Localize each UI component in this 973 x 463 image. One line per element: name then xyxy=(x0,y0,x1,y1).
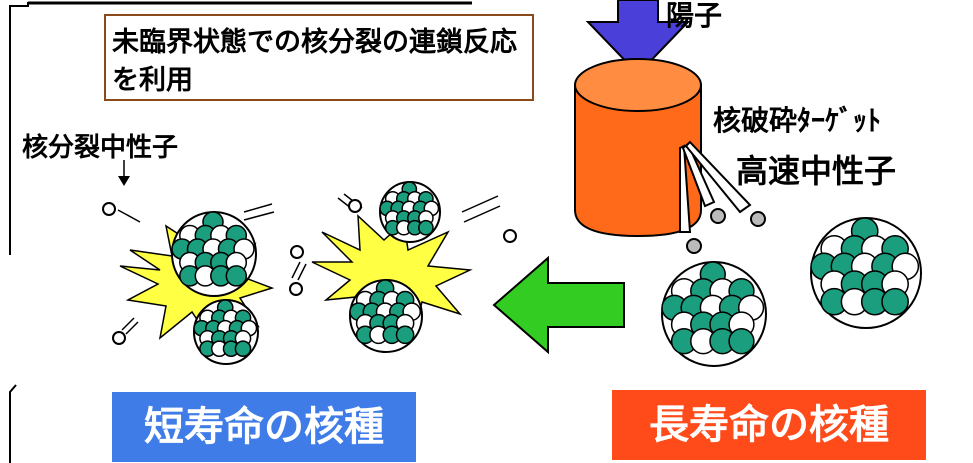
fast-neutrons xyxy=(686,208,766,254)
motion-line xyxy=(243,203,273,213)
left-bracket-lower xyxy=(9,384,17,463)
fast-neutron xyxy=(710,208,726,224)
fast-neutron xyxy=(686,238,702,254)
motion-lines xyxy=(117,193,501,335)
motion-line xyxy=(121,317,135,331)
fission-neutron xyxy=(112,331,126,345)
nucleus xyxy=(193,299,259,365)
motion-line xyxy=(117,209,141,223)
long-lived-label: 長寿命の核種 xyxy=(649,402,889,448)
nucleon xyxy=(881,287,909,316)
info-box: 未臨界状態での核分裂の連鎖反応を利用 xyxy=(104,14,534,101)
nuclei-group xyxy=(171,181,922,367)
fission-neutron xyxy=(503,229,517,243)
fission-neutron-label: 核分裂中性子 xyxy=(22,133,179,163)
nucleus xyxy=(810,217,922,329)
info-box-text: 未臨界状態での核分裂の連鎖反応を利用 xyxy=(112,27,517,96)
target-cylinder-top xyxy=(574,58,702,112)
motion-line xyxy=(297,263,307,281)
neutron-jet xyxy=(679,144,692,233)
neutron-jet xyxy=(684,140,752,214)
nucleus xyxy=(661,261,767,367)
nucleon xyxy=(395,325,415,345)
fission-neutron xyxy=(290,245,304,259)
short-lived-label: 短寿命の核種 xyxy=(144,404,384,450)
transmutation-arrow xyxy=(492,255,625,355)
fission-neutron xyxy=(102,202,116,216)
nucleus xyxy=(379,181,441,243)
motion-line xyxy=(463,205,501,223)
fast-neutron-jets xyxy=(679,140,752,233)
nucleus xyxy=(171,211,257,297)
fission-neutron xyxy=(348,199,362,213)
nucleon xyxy=(728,328,755,355)
proton-label: 陽子 xyxy=(666,0,723,32)
fast-neutron xyxy=(750,211,766,227)
fission-neutrons xyxy=(102,199,517,345)
short-lived-nuclide-badge: 短寿命の核種 xyxy=(112,392,416,462)
spallation-target xyxy=(574,58,702,238)
motion-line xyxy=(291,261,301,279)
spallation-target-label: 核破砕ﾀｰｹﾞｯﾄ xyxy=(713,104,882,137)
fast-neutron-label: 高速中性子 xyxy=(736,152,897,190)
nucleon xyxy=(418,219,434,236)
nucleon xyxy=(234,340,252,358)
motion-line xyxy=(243,211,275,221)
motion-line xyxy=(125,321,139,335)
fission-neutron xyxy=(289,282,303,296)
target-cylinder-body xyxy=(574,84,702,238)
pointer-arrowhead xyxy=(118,176,130,186)
proton-beam-arrow xyxy=(585,0,691,76)
long-lived-nuclide-badge: 長寿命の核種 xyxy=(612,390,926,460)
nucleus xyxy=(349,279,423,353)
motion-line xyxy=(461,195,499,213)
nucleon xyxy=(225,265,248,287)
